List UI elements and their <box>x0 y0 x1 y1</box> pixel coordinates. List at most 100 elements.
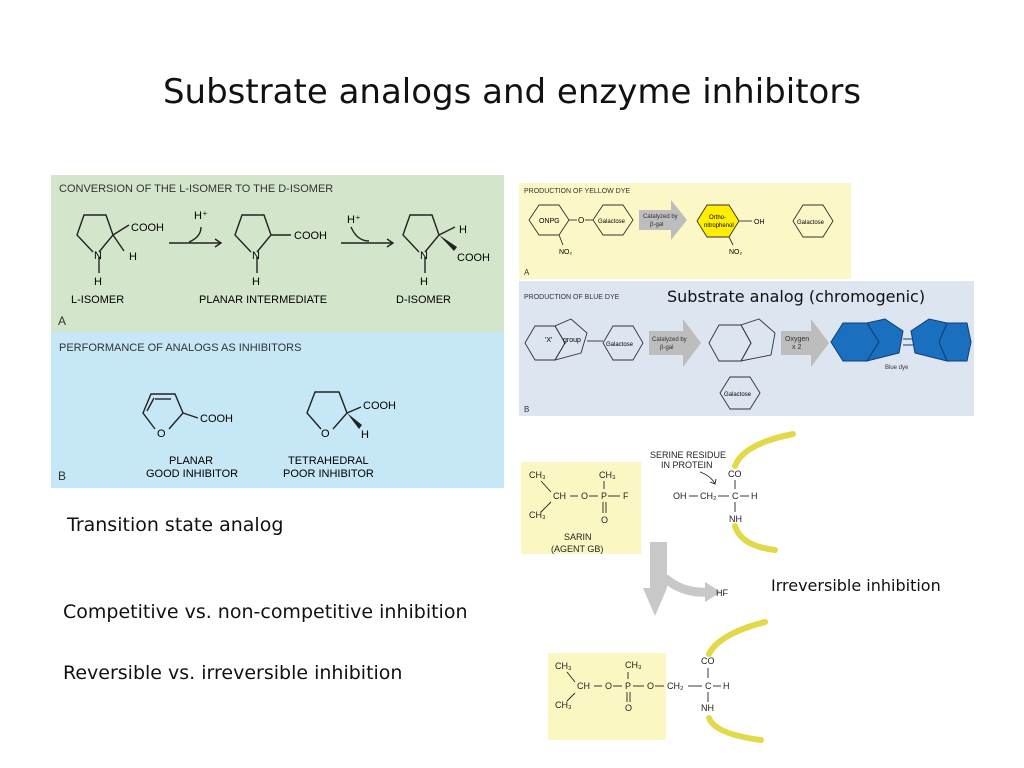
galactose-label-3: Galactose <box>606 342 634 348</box>
d-isomer-n: N <box>420 250 428 262</box>
catalyzed-yellow-1: Catalyzed by <box>643 214 678 220</box>
thf-h: H <box>361 429 369 441</box>
poor-inhibitor-label: POOR INHIBITOR <box>283 468 374 480</box>
product-ch3-top: CH₃ <box>555 661 572 671</box>
product-p: P <box>625 681 631 691</box>
indoxyl-structure <box>708 318 776 362</box>
chromogenic-caption: Substrate analog (chromogenic) <box>667 287 926 306</box>
panel-a-background <box>51 175 504 332</box>
blue-letter: B <box>524 405 529 414</box>
yellow-heading: PRODUCTION OF YELLOW DYE <box>524 188 630 195</box>
blue-dye-structure <box>830 318 972 362</box>
d-isomer-label: D-ISOMER <box>396 294 451 306</box>
planar-inhibitor-label: PLANAR <box>169 455 213 467</box>
panel-a-heading: CONVERSION OF THE L-ISOMER TO THE D-ISOM… <box>59 183 333 195</box>
serine-label-2: IN PROTEIN <box>661 460 713 470</box>
good-inhibitor-label: GOOD INHIBITOR <box>146 468 238 480</box>
d-isomer-wedge <box>439 235 457 251</box>
galactose-label-4: Galactose <box>724 392 752 398</box>
thf-o: O <box>321 428 330 440</box>
d-isomer-structure <box>402 214 456 273</box>
product-o-double: O <box>625 703 632 713</box>
product-ch3-bottom: CH₃ <box>555 700 572 710</box>
product-co: CO <box>701 656 715 666</box>
yellow-dye-figure: PRODUCTION OF YELLOW DYE A ONPG O NO₂ Ga… <box>519 183 851 279</box>
thf-cooh: COOH <box>363 400 396 412</box>
l-isomer-nh: H <box>94 276 102 288</box>
blue-heading: PRODUCTION OF BLUE DYE <box>524 294 620 301</box>
product-o2: O <box>647 681 654 691</box>
sarin-o: O <box>581 491 588 501</box>
panel-b-background <box>51 332 504 488</box>
product-ch: CH <box>577 681 590 691</box>
yellow-letter: A <box>524 268 530 277</box>
sarin-ch3-p: CH₃ <box>599 470 616 480</box>
l-isomer-structure <box>76 214 130 273</box>
sarin-ch3-top: CH₃ <box>529 470 546 480</box>
d-isomer-h: H <box>459 224 467 236</box>
x-label: 'X' <box>545 337 552 344</box>
serine-h: H <box>751 491 758 501</box>
panel-b-heading: PERFORMANCE OF ANALOGS AS INHIBITORS <box>59 342 301 354</box>
planar-cooh: COOH <box>294 230 327 242</box>
catalyzed-arrow-yellow <box>639 200 687 240</box>
planar-h: H <box>252 276 260 288</box>
arrow-1-hplus: H⁺ <box>194 210 208 222</box>
product-nh: NH <box>701 703 714 713</box>
sarin-label-2: (AGENT GB) <box>551 544 603 554</box>
nitrophenol-no2-bond <box>728 236 734 246</box>
nitrophenol-no2: NO₂ <box>729 249 743 256</box>
galactose-hexagon-1 <box>592 204 634 236</box>
galactose-label-2: Galactose <box>797 220 825 226</box>
l-isomer-cooh: COOH <box>131 222 164 234</box>
protein-chain-top <box>732 431 796 553</box>
irreversible-caption: Irreversible inhibition <box>771 576 941 595</box>
panel-a-letter: A <box>58 314 66 328</box>
oxygen-label-1: Oxygen <box>785 336 809 343</box>
galactose-hexagon-3 <box>602 325 644 361</box>
bullet-reversible: Reversible vs. irreversible inhibition <box>63 662 403 684</box>
catalyzed-blue-2: β-gal <box>660 345 673 351</box>
panel-b-letter: B <box>58 469 66 483</box>
oxygen-label-2: x 2 <box>792 344 801 351</box>
serine-ch2: CH₂ <box>700 491 717 501</box>
furan-cooh: COOH <box>200 413 233 425</box>
catalyzed-blue-1: Catalyzed by <box>652 337 687 343</box>
d-isomer-nh: H <box>420 276 428 288</box>
sarin-f: F <box>623 491 629 501</box>
hf-arrowhead <box>705 582 721 602</box>
product-c: C <box>705 681 712 691</box>
product-o1: O <box>605 681 612 691</box>
thf-structure <box>306 391 362 430</box>
planar-label: PLANAR INTERMEDIATE <box>199 294 327 306</box>
oxygen-arrow <box>781 319 829 367</box>
slide-title: Substrate analogs and enzyme inhibitors <box>162 72 862 112</box>
sarin-label-1: SARIN <box>564 532 592 542</box>
sarin-figure: CH₃ CH CH₃ O P CH₃ F O SARIN (AGENT GB) … <box>521 431 796 743</box>
furan-structure <box>142 393 199 430</box>
d-isomer-cooh: COOH <box>457 252 490 264</box>
l-isomer-h: H <box>129 251 137 263</box>
onpg-o: O <box>578 216 584 225</box>
onpg-no2: NO₂ <box>559 249 573 256</box>
nitrophenol-oh: OH <box>754 219 765 226</box>
product-ch2: CH₂ <box>667 681 684 691</box>
sarin-ch: CH <box>553 491 566 501</box>
group-label: group <box>563 337 581 344</box>
arrow-2 <box>341 226 395 248</box>
sarin-bonds <box>540 480 620 513</box>
bullet-competitive: Competitive vs. non-competitive inhibiti… <box>63 601 468 623</box>
product-h: H <box>723 681 730 691</box>
thf-wedge <box>347 413 362 429</box>
blue-dye-label: Blue dye <box>885 365 909 371</box>
serine-text-group: SERINE RESIDUE IN PROTEIN CO OH CH₂ C H … <box>650 450 758 524</box>
nitrophenol-label: nitrophenol <box>704 223 734 229</box>
catalyzed-yellow-2: β-gal <box>650 222 663 228</box>
l-isomer-n: N <box>94 250 102 262</box>
arrow-2-hplus: H⁺ <box>347 214 361 226</box>
blue-dye-figure: PRODUCTION OF BLUE DYE B 'X' group Galac… <box>519 281 974 416</box>
serine-bonds <box>689 471 749 512</box>
sarin-o-double: O <box>601 515 608 525</box>
tetrahedral-label: TETRAHEDRAL <box>288 455 369 467</box>
onpg-label: ONPG <box>539 218 560 225</box>
